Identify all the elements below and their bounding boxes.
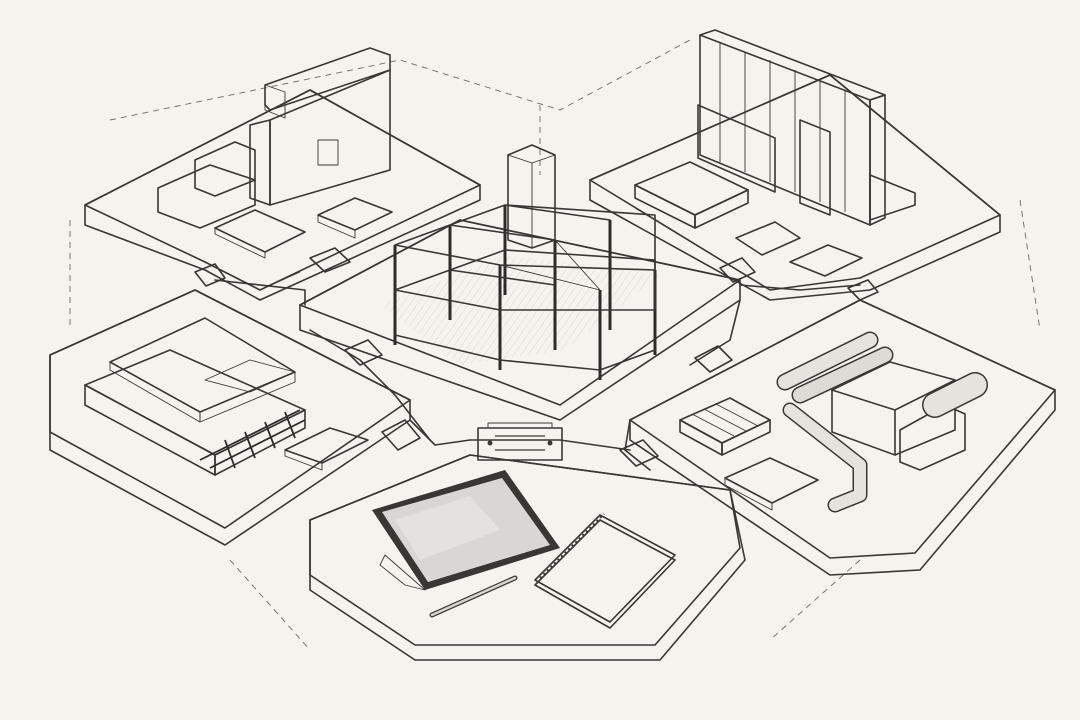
- concrete-slab: [317, 197, 393, 239]
- module-floor[interactable]: [49, 289, 411, 546]
- module-structure[interactable]: [299, 144, 741, 421]
- stone-sample: [284, 427, 369, 471]
- brick-stack: [157, 141, 256, 229]
- brick-wall: [249, 47, 391, 206]
- connector-rails: [214, 279, 861, 471]
- floor-tile: [109, 317, 296, 423]
- stylus-icon: [429, 575, 518, 618]
- rebar: [199, 409, 306, 469]
- module-mep[interactable]: [629, 299, 1056, 576]
- pipe: [776, 331, 894, 513]
- tile-sample-pair: [735, 221, 863, 277]
- stud-wall: [699, 29, 886, 226]
- steel-frame: [393, 204, 657, 380]
- plank-stack: [679, 397, 771, 456]
- tablet: [372, 470, 560, 591]
- module-masonry[interactable]: [84, 47, 481, 301]
- tile-sample-mep: [724, 457, 819, 511]
- notebook: [534, 513, 676, 629]
- module-framing[interactable]: [589, 29, 1001, 301]
- tile-sample: [869, 174, 916, 221]
- drywall-sheet: [697, 104, 776, 193]
- column-core: [507, 144, 556, 249]
- center-connector-hub[interactable]: [477, 422, 563, 461]
- insulation: [799, 119, 831, 216]
- stone-slab: [214, 209, 306, 259]
- concrete-slab-base: [84, 349, 306, 476]
- connector-brackets: [194, 247, 879, 467]
- board-stack: [634, 161, 749, 229]
- guide-lines: [69, 39, 1041, 651]
- duct: [831, 361, 988, 471]
- module-planning[interactable]: [309, 454, 746, 661]
